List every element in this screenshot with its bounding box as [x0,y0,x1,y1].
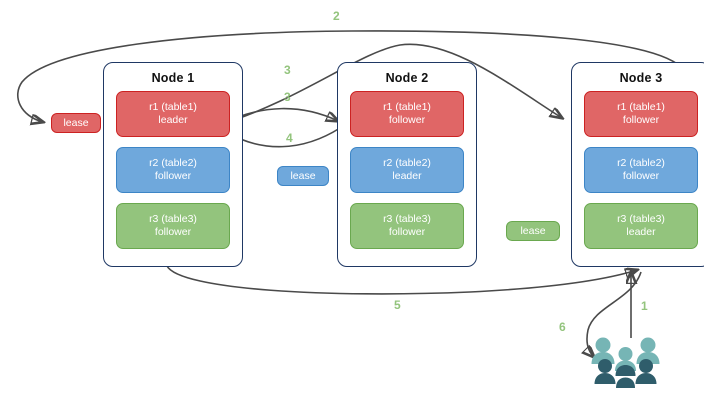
replica-node2-r1[interactable]: r1 (table1) follower [350,91,464,137]
replica-node2-r2[interactable]: r2 (table2) leader [350,147,464,193]
replica-node3-r3[interactable]: r3 (table3) leader [584,203,698,249]
replica-node1-r3[interactable]: r3 (table3) follower [116,203,230,249]
replica-role: follower [622,170,660,182]
replica-role: follower [388,226,426,238]
replica-role: follower [154,170,192,182]
replica-role: leader [626,226,656,238]
arrow-step-3-to-node3 [221,43,562,125]
replica-role: follower [154,226,192,238]
lease-chip-r3[interactable]: lease [506,221,560,241]
step-label-3a: 3 [284,63,291,77]
replica-node3-r2[interactable]: r2 (table2) follower [584,147,698,193]
node-title-node1: Node 1 [151,71,195,85]
replica-list-node2: r1 (table1) follower r2 (table2) leader … [350,91,464,259]
replica-name: r2 (table2) [617,157,665,169]
replica-node1-r1[interactable]: r1 (table1) leader [116,91,230,137]
step-label-6: 6 [559,320,566,334]
arrow-step-5 [166,265,637,295]
step-label-3b: 3 [284,90,291,104]
step-label-5: 5 [394,298,401,312]
replica-node3-r1[interactable]: r1 (table1) follower [584,91,698,137]
replica-role: leader [158,114,188,126]
node-container-node3[interactable]: Node 3 r1 (table1) follower r2 (table2) … [571,62,704,267]
arrow-step-4 [228,127,341,148]
step-label-4: 4 [286,131,293,145]
replica-node2-r3[interactable]: r3 (table3) follower [350,203,464,249]
step-label-1: 1 [641,299,648,313]
replica-name: r1 (table1) [383,101,431,113]
node-container-node1[interactable]: Node 1 r1 (table1) leader r2 (table2) fo… [103,62,243,267]
arrow-step-6 [587,271,642,357]
replica-name: r3 (table3) [383,213,431,225]
replica-role: leader [392,170,422,182]
replica-name: r2 (table2) [149,157,197,169]
replica-name: r1 (table1) [149,101,197,113]
node-title-node3: Node 3 [619,71,663,85]
replica-node1-r2[interactable]: r2 (table2) follower [116,147,230,193]
replica-name: r3 (table3) [617,213,665,225]
node-title-node2: Node 2 [385,71,429,85]
users-group-icon [591,337,660,388]
step-label-2: 2 [333,9,340,23]
lease-chip-r2[interactable]: lease [277,166,329,186]
replica-list-node3: r1 (table1) follower r2 (table2) followe… [584,91,698,259]
replica-list-node1: r1 (table1) leader r2 (table2) follower … [116,91,230,259]
replica-name: r2 (table2) [383,157,431,169]
replica-name: r3 (table3) [149,213,197,225]
lease-chip-r1[interactable]: lease [51,113,101,133]
replica-role: follower [622,114,660,126]
arrow-step-2 [17,30,685,122]
replica-name: r1 (table1) [617,101,665,113]
replica-role: follower [388,114,426,126]
node-container-node2[interactable]: Node 2 r1 (table1) follower r2 (table2) … [337,62,477,267]
